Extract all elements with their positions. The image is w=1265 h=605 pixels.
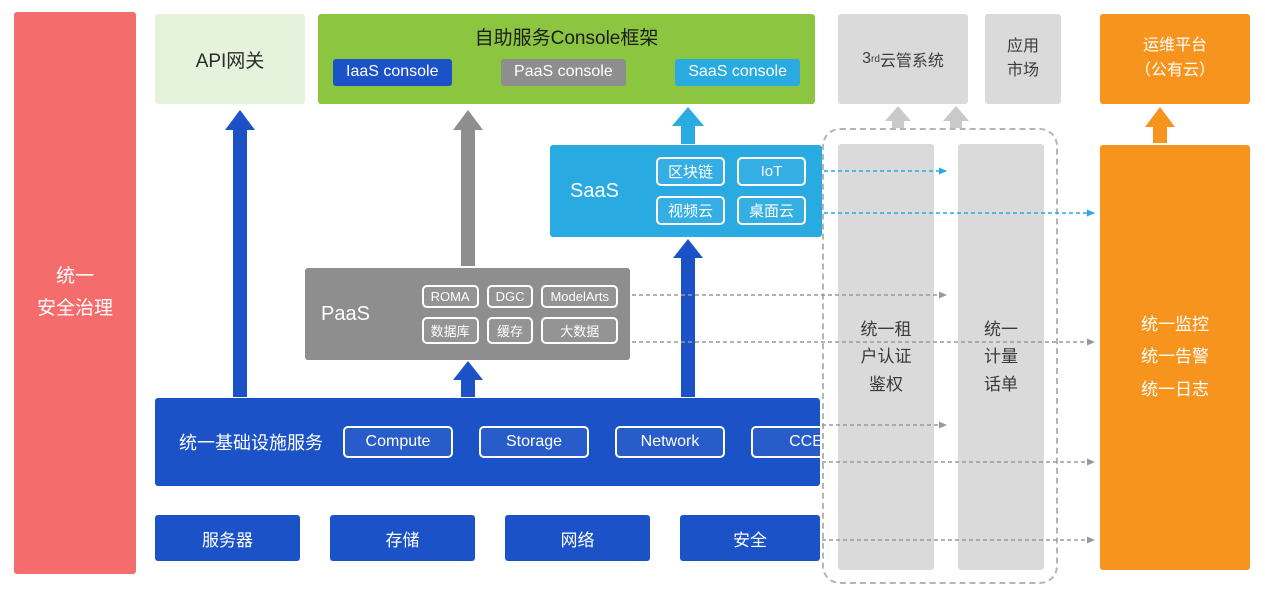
saas-layer-label: SaaS [570, 179, 619, 202]
saas-chip-desktop-cloud: 桌面云 [736, 196, 806, 225]
saas-console-button: SaaS console [675, 59, 800, 86]
infra-chip-storage: Storage [479, 426, 589, 458]
console-framework-box: 自助服务Console框架 IaaS console PaaS console … [318, 14, 815, 104]
third-party-suffix: 云管系统 [879, 53, 944, 70]
saas-chip-grid: 区块链 IoT 视频云 桌面云 [655, 157, 806, 225]
iaas-console-button: IaaS console [333, 59, 452, 86]
ops-platform-box: 运维平台 （公有云） [1100, 14, 1250, 104]
paas-chip-roma: ROMA [421, 284, 479, 308]
third-party-sup: rd [870, 53, 880, 65]
infra-chip-network: Network [615, 426, 725, 458]
hardware-box-storage: 存储 [330, 515, 475, 561]
third-party-prefix: 3 [862, 50, 871, 67]
paas-chip-grid: ROMA DGC ModelArts 数据库 缓存 大数据 [421, 284, 618, 344]
paas-layer-label: PaaS [321, 302, 370, 325]
arrow-infra-to-paas [453, 361, 483, 397]
shared-services-dashed-group [822, 128, 1058, 584]
saas-layer-box: SaaS 区块链 IoT 视频云 桌面云 [550, 145, 822, 237]
app-market-box: 应用 市场 [985, 14, 1061, 104]
paas-chip-cache: 缓存 [486, 316, 534, 344]
monitoring-alarm-log-box: 统一监控 统一告警 统一日志 [1100, 145, 1250, 570]
paas-console-button: PaaS console [501, 59, 626, 86]
tenant-auth-bar: 统一租 户认证 鉴权 [838, 144, 934, 570]
arrow-monitoring-to-ops [1145, 107, 1175, 143]
arrow-metering-to-third-party [943, 106, 969, 128]
arrow-auth-to-third-party [885, 106, 911, 128]
paas-chip-modelarts: ModelArts [541, 284, 618, 308]
api-gateway-box: API网关 [155, 14, 305, 104]
infrastructure-layer-box: 统一基础设施服务 Compute Storage Network CCE [155, 398, 861, 486]
infrastructure-chip-row: Compute Storage Network CCE [343, 426, 861, 458]
console-framework-title: 自助服务Console框架 [474, 28, 659, 49]
hardware-box-network: 网络 [505, 515, 650, 561]
paas-chip-bigdata: 大数据 [541, 316, 618, 344]
saas-chip-iot: IoT [736, 157, 806, 186]
hardware-box-security: 安全 [680, 515, 820, 561]
arrow-paas-to-console [453, 110, 483, 266]
arrow-infra-to-api-gateway [225, 110, 255, 397]
console-button-row: IaaS console PaaS console SaaS console [333, 59, 800, 86]
paas-chip-database: 数据库 [421, 316, 479, 344]
arrow-saas-to-console [672, 107, 704, 144]
paas-layer-box: PaaS ROMA DGC ModelArts 数据库 缓存 大数据 [305, 268, 630, 360]
arrow-infra-to-saas [673, 239, 703, 397]
paas-chip-dgc: DGC [486, 284, 534, 308]
infra-chip-compute: Compute [343, 426, 453, 458]
security-governance-rail: 统一 安全治理 [14, 12, 136, 574]
metering-bar: 统一 计量 话单 [958, 144, 1044, 570]
infrastructure-label: 统一基础设施服务 [179, 433, 323, 453]
saas-chip-blockchain: 区块链 [655, 157, 725, 186]
saas-chip-video-cloud: 视频云 [655, 196, 725, 225]
hardware-box-server: 服务器 [155, 515, 300, 561]
